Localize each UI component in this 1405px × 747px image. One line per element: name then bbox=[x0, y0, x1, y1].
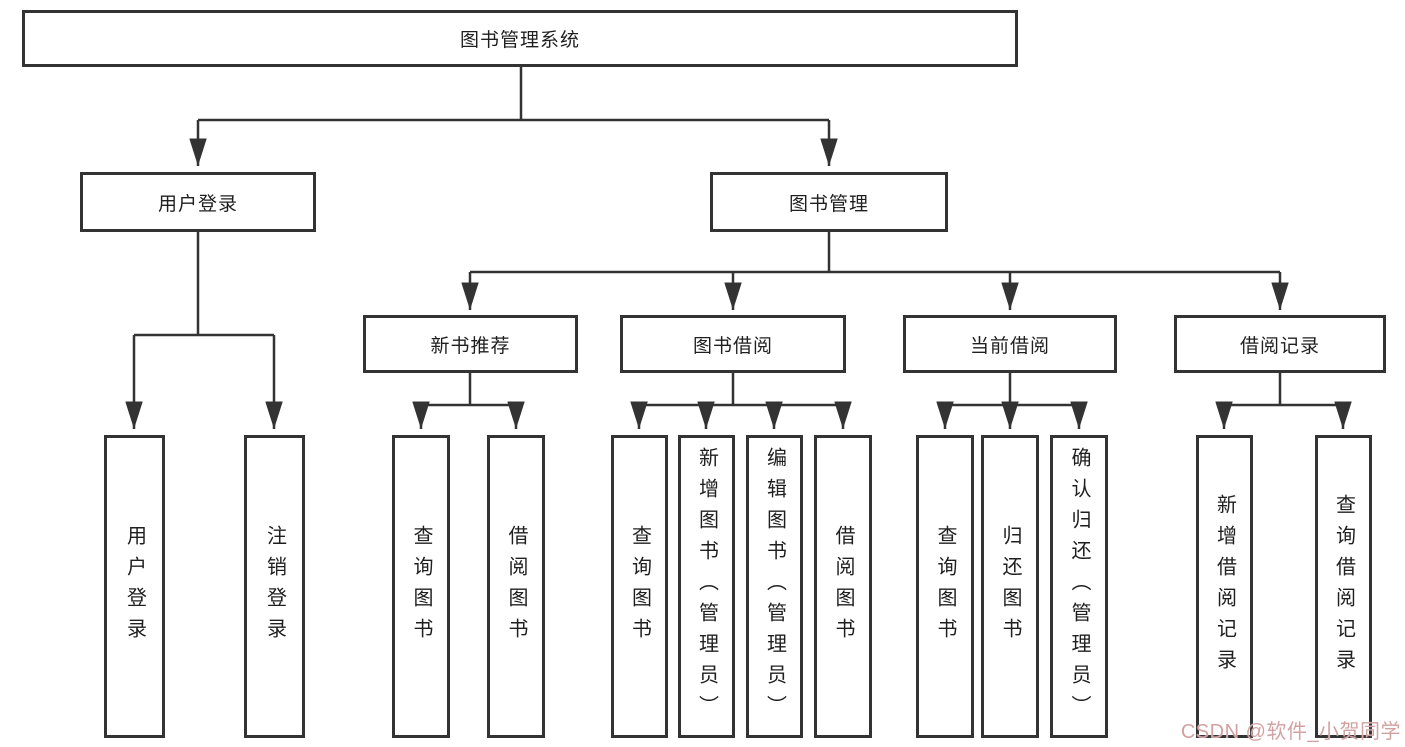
leaf-borrow-books-1: 借阅图书 bbox=[487, 435, 545, 738]
leaf-query-books-2: 查询图书 bbox=[611, 435, 668, 738]
node-label: 当前借阅 bbox=[969, 335, 1050, 357]
node-user-login: 用户登录 bbox=[80, 172, 316, 232]
node-label: 图书管理 bbox=[788, 193, 869, 215]
leaf-borrow-books-2: 借阅图书 bbox=[814, 435, 872, 738]
leaf-query-borrow-record: 查询借阅记录 bbox=[1315, 435, 1372, 738]
leaf-edit-books-admin: 编辑图书（管理员） bbox=[746, 435, 803, 738]
node-label: 新增图书（管理员） bbox=[695, 447, 718, 726]
node-label: 归还图书 bbox=[999, 524, 1021, 649]
leaf-confirm-return-admin: 确认归还（管理员） bbox=[1050, 435, 1108, 738]
connector-user-login-children bbox=[125, 232, 283, 429]
connector-borrow-records-children bbox=[1215, 373, 1352, 429]
leaf-return-books: 归还图书 bbox=[981, 435, 1039, 738]
node-library-system: 图书管理系统 bbox=[22, 10, 1018, 67]
connector-root-to-level2 bbox=[189, 67, 838, 166]
leaf-user-login: 用户登录 bbox=[104, 435, 165, 738]
node-label: 注销登录 bbox=[263, 524, 286, 649]
node-label: 借阅图书 bbox=[832, 524, 854, 649]
node-label: 编辑图书（管理员） bbox=[763, 447, 786, 726]
node-label: 查询图书 bbox=[628, 524, 651, 649]
connector-new-book-children bbox=[412, 373, 525, 429]
node-label: 查询借阅记录 bbox=[1332, 493, 1355, 680]
node-label: 查询图书 bbox=[410, 524, 432, 649]
node-book-management: 图书管理 bbox=[710, 172, 948, 232]
node-label: 图书管理系统 bbox=[459, 30, 580, 51]
node-label: 用户登录 bbox=[157, 193, 238, 215]
leaf-add-borrow-record: 新增借阅记录 bbox=[1196, 435, 1253, 738]
connector-book-borrow-children bbox=[630, 373, 852, 429]
node-label: 新书推荐 bbox=[430, 335, 511, 357]
node-current-borrow: 当前借阅 bbox=[903, 315, 1117, 373]
node-label: 用户登录 bbox=[123, 524, 146, 649]
connector-book-management-children bbox=[461, 232, 1289, 310]
connector-current-borrow-children bbox=[936, 373, 1088, 429]
node-book-borrow: 图书借阅 bbox=[620, 315, 846, 373]
leaf-query-books-3: 查询图书 bbox=[916, 435, 974, 738]
leaf-logout: 注销登录 bbox=[244, 435, 305, 738]
watermark: CSDN @软件_小贺同学 bbox=[1180, 721, 1401, 743]
node-label: 确认归还（管理员） bbox=[1068, 447, 1090, 726]
leaf-add-books-admin: 新增图书（管理员） bbox=[678, 435, 735, 738]
node-label: 新增借阅记录 bbox=[1213, 493, 1236, 680]
node-label: 图书借阅 bbox=[692, 335, 773, 357]
leaf-query-books-1: 查询图书 bbox=[392, 435, 450, 738]
node-new-book-recommend: 新书推荐 bbox=[363, 315, 578, 373]
node-label: 查询图书 bbox=[934, 524, 956, 649]
node-label: 借阅记录 bbox=[1239, 335, 1320, 357]
node-label: 借阅图书 bbox=[505, 524, 527, 649]
node-borrow-records: 借阅记录 bbox=[1174, 315, 1386, 373]
